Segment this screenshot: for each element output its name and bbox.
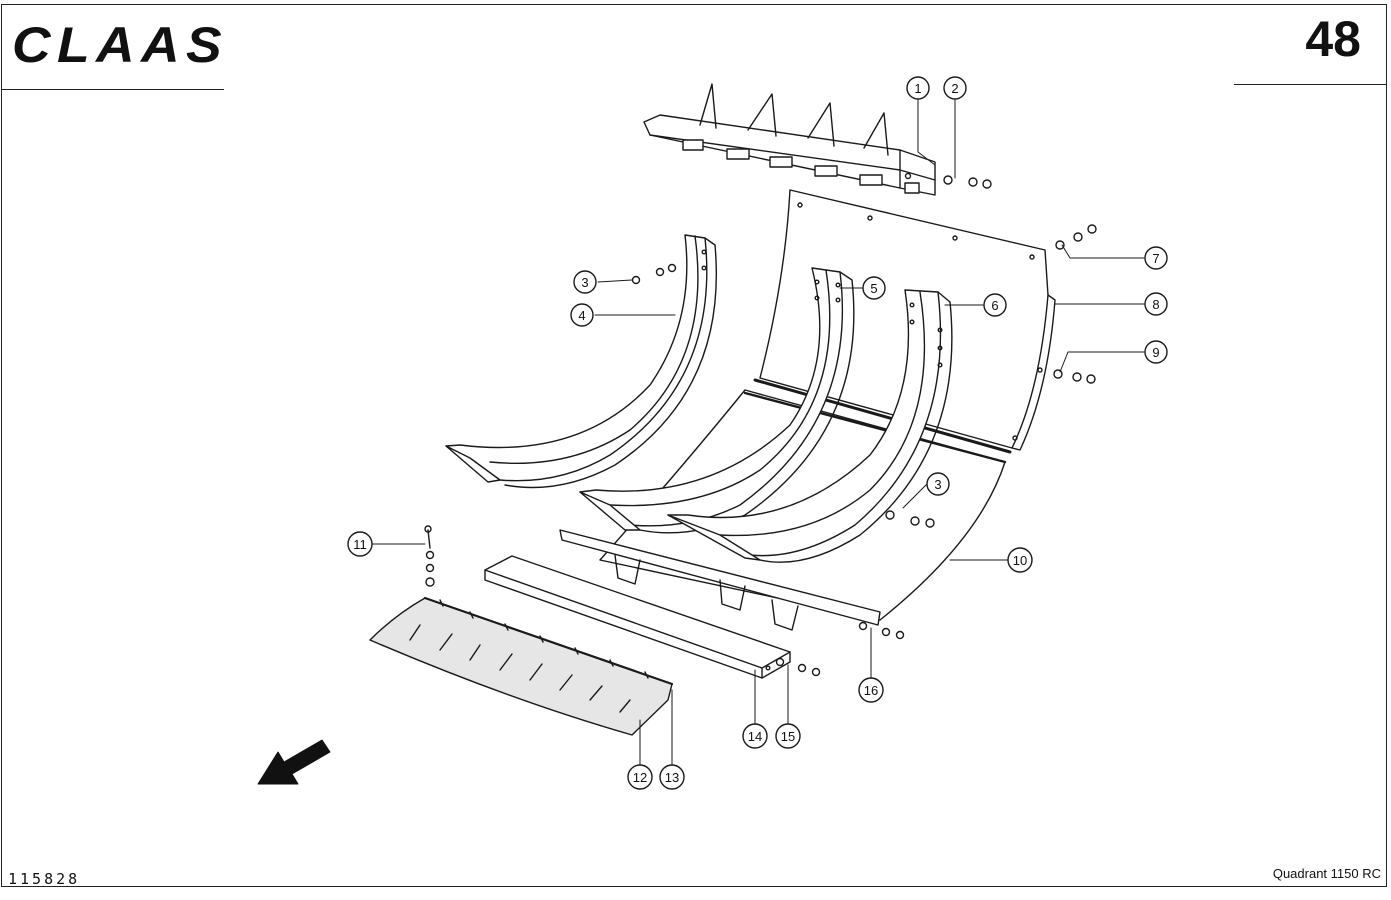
callout-5: 5 [862, 276, 886, 300]
callout-label: 2 [951, 81, 958, 96]
callout-3-lower: 3 [926, 472, 950, 496]
header-rule-left [2, 89, 224, 90]
callout-7: 7 [1144, 246, 1168, 270]
callout-15: 15 [775, 723, 801, 749]
callout-9: 9 [1144, 340, 1168, 364]
callout-label: 7 [1152, 251, 1159, 266]
callout-1: 1 [906, 76, 930, 100]
fasteners [424, 175, 1097, 677]
part-4-left-rib [445, 234, 718, 489]
callout-13: 13 [659, 764, 685, 790]
callout-14: 14 [742, 723, 768, 749]
callout-16: 16 [858, 677, 884, 703]
callout-label: 3 [581, 275, 588, 290]
callout-11: 11 [347, 531, 373, 557]
callout-label: 4 [578, 308, 585, 323]
part-6-right-rib [667, 289, 953, 563]
reference-number: 115828 [8, 870, 81, 888]
cross-bar [559, 529, 881, 631]
callout-2: 2 [943, 76, 967, 100]
callout-4: 4 [570, 303, 594, 327]
header-rule-right [1234, 84, 1386, 85]
callout-label: 1 [914, 81, 921, 96]
callout-label: 10 [1013, 553, 1027, 568]
leader-lines [371, 99, 1145, 767]
callout-12: 12 [627, 764, 653, 790]
claas-logo: CLAAS [12, 18, 228, 70]
page-number: 48 [1305, 11, 1361, 67]
callout-label: 9 [1152, 345, 1159, 360]
callout-label: 15 [781, 729, 795, 744]
part-14-flat-plate [484, 555, 791, 679]
callout-label: 16 [864, 683, 878, 698]
callout-8: 8 [1144, 292, 1168, 316]
callout-label: 12 [633, 770, 647, 785]
callout-label: 11 [353, 537, 367, 552]
callout-3-upper: 3 [573, 270, 597, 294]
part-1-top-rail [643, 83, 936, 196]
arrow-down-left-icon [257, 739, 331, 785]
part-5-middle-rib [579, 267, 855, 534]
part-12-rubber-flap [369, 596, 674, 736]
callout-label: 6 [991, 298, 998, 313]
callout-label: 8 [1152, 297, 1159, 312]
logo-wordmark: CLAAS [12, 18, 228, 70]
callout-10: 10 [1007, 547, 1033, 573]
callout-6: 6 [983, 293, 1007, 317]
model-name: Quadrant 1150 RC [1272, 866, 1381, 881]
callout-label: 5 [870, 281, 877, 296]
callout-label: 14 [748, 729, 762, 744]
callout-label: 3 [934, 477, 941, 492]
page-frame [1, 4, 1387, 887]
callout-label: 13 [665, 770, 679, 785]
